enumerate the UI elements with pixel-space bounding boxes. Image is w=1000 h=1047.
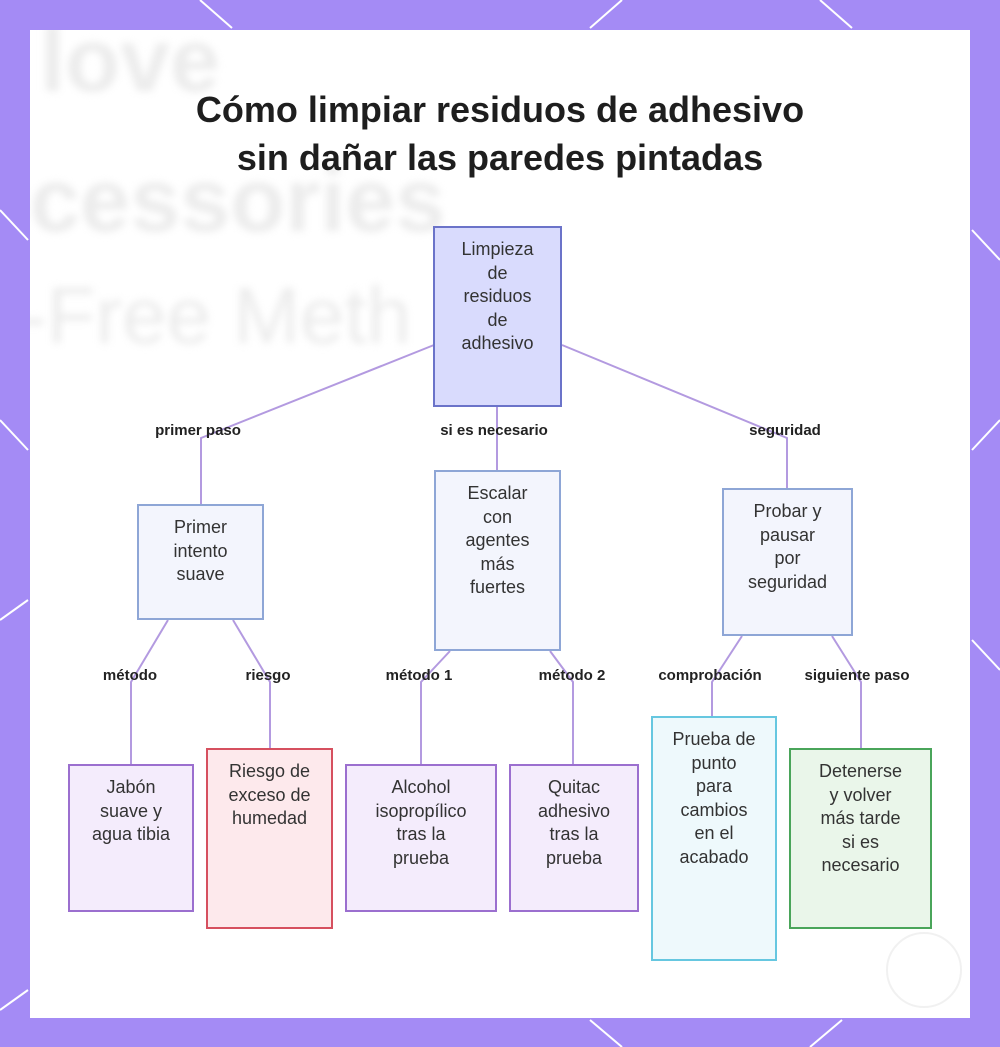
page-title: Cómo limpiar residuos de adhesivo sin da… xyxy=(30,86,970,182)
node-gentle: Primer intento suave xyxy=(137,504,264,620)
node-text: Alcohol xyxy=(391,777,451,797)
watermark-logo-icon xyxy=(886,932,962,1008)
diagram-edges xyxy=(130,344,862,764)
node-text: y volver xyxy=(829,784,892,805)
edge-label-first-step: primer paso xyxy=(155,422,241,439)
node-text: por xyxy=(774,548,801,568)
node-text: suave xyxy=(176,564,225,584)
node-root: Limpieza de residuos de adhesivo xyxy=(433,226,562,407)
background-text: -Free Meth xyxy=(30,271,412,360)
edge-label-safety: seguridad xyxy=(749,422,821,439)
node-text: exceso de xyxy=(228,784,311,805)
node-text: más xyxy=(480,553,515,574)
node-text: intento xyxy=(173,540,228,561)
diagram-card: love cessories -Free Meth Cómo limpiar r… xyxy=(30,30,970,1018)
node-text: Quitac xyxy=(547,777,601,797)
node-text: pausar xyxy=(759,524,816,545)
node-text: punto xyxy=(691,752,737,773)
node-text: residuos xyxy=(463,286,532,306)
node-text: Prueba de xyxy=(672,729,756,749)
node-text: Escalar xyxy=(467,483,528,503)
edge-escalate-alcohol xyxy=(420,650,451,764)
edge-label-method1: método 1 xyxy=(385,667,453,684)
node-remover: Quitac adhesivo tras la prueba xyxy=(509,764,639,912)
node-text: Primer xyxy=(173,517,227,537)
node-text: humedad xyxy=(231,808,308,828)
node-text: suave y xyxy=(99,800,163,821)
edge-gentle-soap xyxy=(130,619,169,764)
node-text: cambios xyxy=(680,799,748,820)
node-text: prueba xyxy=(545,847,603,868)
edge-label-method: método xyxy=(102,667,158,684)
node-escalate: Escalar con agentes más fuertes xyxy=(434,470,561,651)
edge-root-test xyxy=(561,344,788,488)
background-text: cessories xyxy=(30,151,446,251)
node-text: si es xyxy=(841,831,879,852)
node-text: con xyxy=(482,506,513,527)
edge-label-risk: riesgo xyxy=(245,667,291,684)
node-text: seguridad xyxy=(747,571,828,592)
node-text: Limpieza xyxy=(461,239,534,259)
node-text: acabado xyxy=(679,846,749,867)
edge-label-if-needed: si es necesario xyxy=(440,422,548,439)
node-text: tras la xyxy=(549,824,599,844)
edge-test-stop xyxy=(831,635,862,748)
node-moisture-risk: Riesgo de exceso de humedad xyxy=(206,748,333,929)
edge-gentle-moisture xyxy=(232,619,271,748)
edge-test-spot xyxy=(711,635,743,716)
background-text: love xyxy=(40,30,221,111)
background-image: love cessories -Free Meth xyxy=(30,30,970,1018)
node-text: de xyxy=(487,309,508,330)
node-spot-test: Prueba de punto para cambios en el acaba… xyxy=(651,716,777,961)
node-text: más tarde xyxy=(820,808,901,828)
node-text: tras la xyxy=(396,824,446,844)
node-text: adhesivo xyxy=(461,333,534,353)
node-test: Probar y pausar por seguridad xyxy=(722,488,853,636)
node-text: prueba xyxy=(392,847,450,868)
edge-label-next-step: siguiente paso xyxy=(804,667,910,684)
node-text: agentes xyxy=(465,530,530,550)
node-text: para xyxy=(695,776,732,796)
node-text: adhesivo xyxy=(537,800,611,821)
edge-label-check: comprobación xyxy=(658,667,762,684)
title-line: Cómo limpiar residuos de adhesivo xyxy=(195,89,805,130)
node-text: agua tibia xyxy=(91,824,171,844)
title-line: sin dañar las paredes pintadas xyxy=(236,137,764,178)
node-stop: Detenerse y volver más tarde si es neces… xyxy=(789,748,932,929)
node-text: necesario xyxy=(821,855,900,875)
node-text: de xyxy=(487,262,508,283)
node-soap: Jabón suave y agua tibia xyxy=(68,764,194,912)
edge-label-method2: método 2 xyxy=(538,667,606,684)
node-text: isopropílico xyxy=(375,800,467,821)
node-text: Jabón xyxy=(106,777,156,797)
node-text: en el xyxy=(694,823,734,843)
edge-escalate-remover xyxy=(549,650,574,764)
node-text: Detenerse xyxy=(818,761,903,781)
node-alcohol: Alcohol isopropílico tras la prueba xyxy=(345,764,497,912)
node-text: Probar y xyxy=(753,501,822,521)
node-text: fuertes xyxy=(469,577,526,597)
edge-root-gentle xyxy=(200,344,435,504)
node-text: Riesgo de xyxy=(228,761,311,781)
